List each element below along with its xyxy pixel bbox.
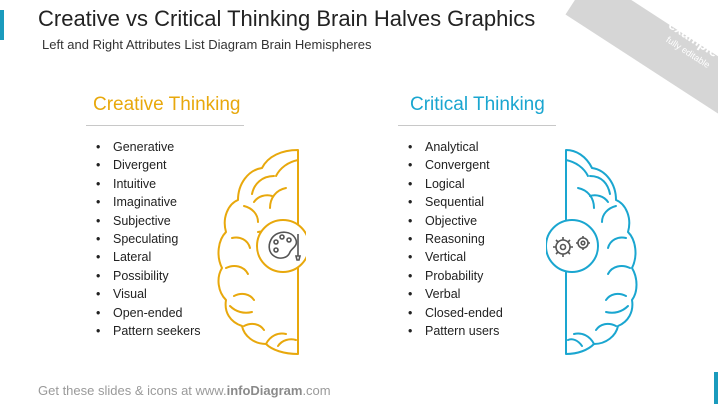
list-item: Objective <box>408 212 503 230</box>
list-item: Analytical <box>408 138 503 156</box>
list-item: Logical <box>408 175 503 193</box>
gears-icon <box>553 236 590 257</box>
palette-brush-icon <box>268 231 302 261</box>
page-title: Creative vs Critical Thinking Brain Halv… <box>38 6 536 31</box>
list-item: Intuitive <box>96 175 201 193</box>
critical-thinking-title: Critical Thinking <box>410 94 545 115</box>
critical-brain-half <box>546 149 638 355</box>
creative-attributes-list: Generative Divergent Intuitive Imaginati… <box>96 138 201 340</box>
list-item: Possibility <box>96 267 201 285</box>
footer-brand: infoDiagram <box>226 383 303 398</box>
list-item: Probability <box>408 267 503 285</box>
list-item: Subjective <box>96 212 201 230</box>
list-item: Divergent <box>96 156 201 174</box>
list-item: Vertical <box>408 248 503 266</box>
list-item: Pattern users <box>408 322 503 340</box>
list-item: Reasoning <box>408 230 503 248</box>
creative-thinking-title: Creative Thinking <box>93 94 241 115</box>
list-item: Verbal <box>408 285 503 303</box>
list-item: Lateral <box>96 248 201 266</box>
left-accent-bar <box>0 10 4 40</box>
list-item: Pattern seekers <box>96 322 201 340</box>
list-item: Imaginative <box>96 193 201 211</box>
page-subtitle: Left and Right Attributes List Diagram B… <box>42 37 372 52</box>
list-item: Visual <box>96 285 201 303</box>
list-item: Sequential <box>408 193 503 211</box>
footer-credit: Get these slides & icons at www.infoDiag… <box>38 383 331 398</box>
list-item: Speculating <box>96 230 201 248</box>
critical-attributes-list: Analytical Convergent Logical Sequential… <box>408 138 503 340</box>
list-item: Generative <box>96 138 201 156</box>
list-item: Closed-ended <box>408 304 503 322</box>
footer-prefix: Get these slides & icons at www. <box>38 383 227 398</box>
right-accent-bar <box>714 372 718 404</box>
creative-brain-half <box>217 149 306 355</box>
list-item: Open-ended <box>96 304 201 322</box>
list-item: Convergent <box>408 156 503 174</box>
footer-suffix: .com <box>302 383 331 398</box>
creative-divider <box>86 125 244 126</box>
critical-divider <box>398 125 556 126</box>
